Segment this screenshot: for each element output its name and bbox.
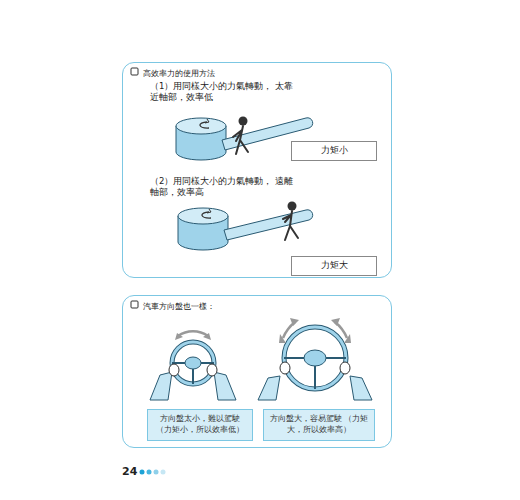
caption-box: 方向盤太小，難以駕駛 （力矩小，所以效率低） — [147, 409, 253, 441]
result-box: 力矩大 — [291, 256, 377, 276]
large-steering-wheel — [258, 318, 372, 400]
page-dots — [140, 470, 166, 475]
cylinder-near — [176, 118, 226, 160]
small-steering-wheel — [150, 331, 236, 400]
step-text: （2）用同樣大小的力氣轉動， 遠離軸部，效率高 — [150, 176, 300, 198]
box-text: 力矩大 — [321, 260, 348, 272]
person-far — [283, 202, 298, 241]
cylinder-far — [178, 208, 228, 250]
page-number: 24 — [122, 465, 142, 479]
heading-icon — [131, 68, 138, 308]
panel-heading: 汽車方向盤也一樣： — [143, 301, 215, 312]
box-text: 方向盤太小，難以駕駛 （力矩小，所以效率低） — [153, 414, 247, 436]
person-near — [233, 117, 248, 155]
result-box: 力矩小 — [291, 141, 377, 161]
box-text: 方向盤大，容易駕駛 （力矩大，所以效率高） — [269, 414, 369, 436]
panel: 汽車方向盤也一樣： 方向盤太小，難以駕駛 （力矩小，所以效率低） 方向盤大，容易駕駛… — [122, 295, 392, 448]
panel-heading: 高效率力的使用方法 — [143, 68, 215, 79]
caption-box: 方向盤大，容易駕駛 （力矩大，所以效率高） — [263, 409, 375, 441]
lever-bar-far — [224, 210, 313, 240]
box-text: 力矩小 — [321, 145, 348, 157]
step-text: （1）用同樣大小的力氣轉動， 太靠近軸部，效率低 — [150, 81, 300, 103]
